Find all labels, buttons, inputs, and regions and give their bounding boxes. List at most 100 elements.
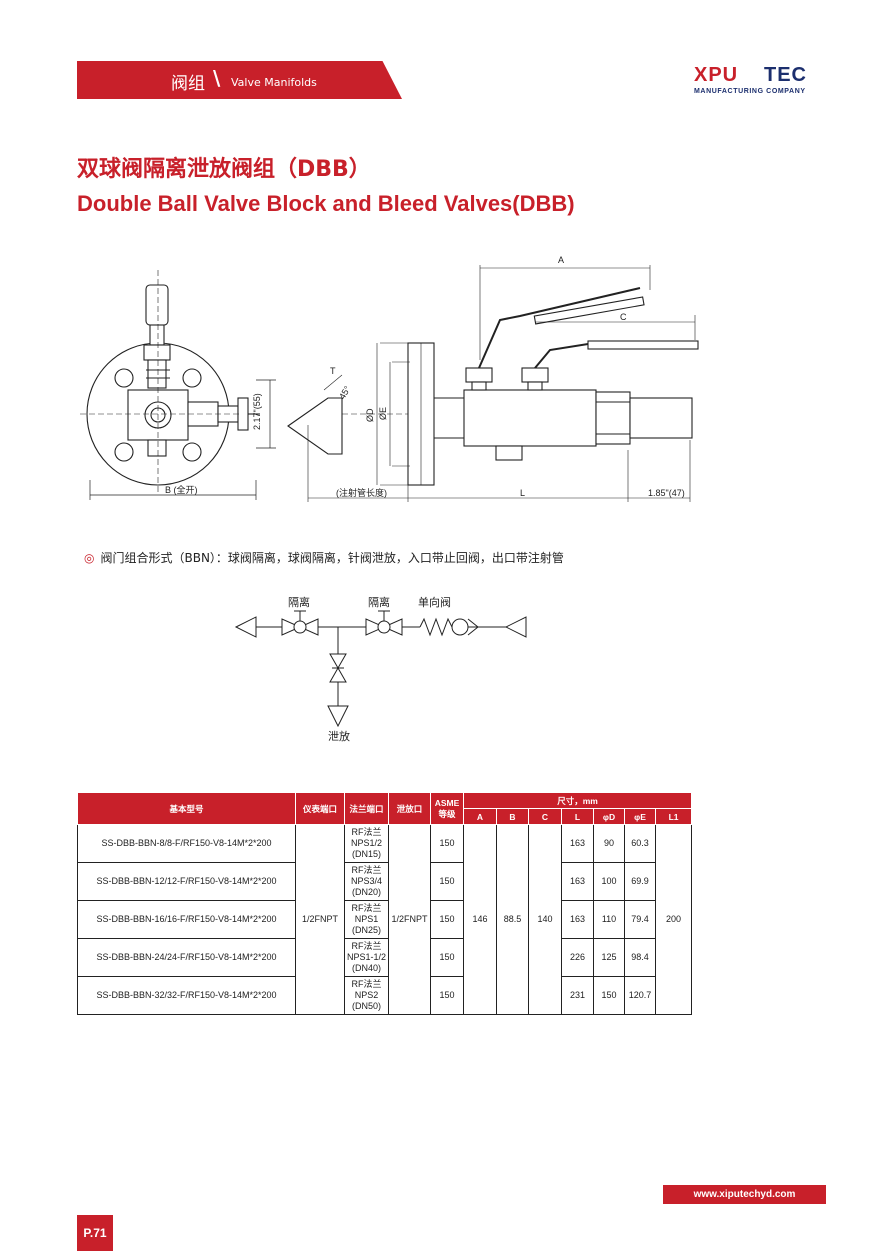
cell-d: 100 xyxy=(593,862,625,901)
table-row: SS-DBB-BBN-12/12-F/RF150-V8-14M*2*200 RF… xyxy=(77,862,692,901)
cell-l: 163 xyxy=(561,862,594,901)
cell-model: SS-DBB-BBN-16/16-F/RF150-V8-14M*2*200 xyxy=(77,900,296,939)
th-model: 基本型号 xyxy=(77,792,296,825)
th-l: L xyxy=(561,808,594,825)
label-isolation-2: 隔离 xyxy=(368,595,390,609)
dim-e-label: ØE xyxy=(378,407,388,420)
bolt-hole xyxy=(114,442,134,462)
th-l1: L1 xyxy=(654,808,693,825)
cell-c: 140 xyxy=(528,824,562,1015)
cell-l1: 200 xyxy=(654,824,693,1015)
cell-d: 125 xyxy=(593,938,625,977)
valve-technical-drawing: B (全开) 2.17"(55) A C T 45° ØD ØE (注射管长度)… xyxy=(80,255,699,502)
cell-l: 163 xyxy=(561,900,594,939)
cell-l: 163 xyxy=(561,824,594,863)
dim-angle-label: 45° xyxy=(337,384,353,401)
bolt-hole xyxy=(182,368,202,388)
handle-top xyxy=(145,284,169,326)
th-instrument-port: 仪表端口 xyxy=(295,792,345,825)
dim-l-label: L xyxy=(520,488,525,498)
table-row: SS-DBB-BBN-8/8-F/RF150-V8-14M*2*200 1/2F… xyxy=(77,824,693,1015)
dim-d-label: ØD xyxy=(365,408,375,422)
valve-schematic: 隔离 隔离 单向阀 泄放 xyxy=(234,595,527,743)
section-separator: \ xyxy=(213,66,221,90)
th-c: C xyxy=(528,808,562,825)
cell-a: 146 xyxy=(463,824,497,1015)
label-isolation-1: 隔离 xyxy=(288,595,310,609)
bolt-hole xyxy=(182,442,202,462)
label-check-valve: 单向阀 xyxy=(418,595,451,609)
th-a: A xyxy=(463,808,497,825)
cell-asme: 150 xyxy=(430,938,464,977)
th-dimensions: 尺寸，mm xyxy=(462,792,693,809)
section-banner: 阀组 \ Valve Manifolds xyxy=(77,61,402,99)
page-title-en: Double Ball Valve Block and Bleed Valves… xyxy=(77,191,575,216)
th-e: φE xyxy=(624,808,656,825)
cell-e: 60.3 xyxy=(624,824,656,863)
label-bleed: 泄放 xyxy=(328,729,350,743)
cell-l: 231 xyxy=(561,976,594,1015)
cell-bleed-port: 1/2FNPT xyxy=(388,824,431,1015)
cell-model: SS-DBB-BBN-24/24-F/RF150-V8-14M*2*200 xyxy=(77,938,296,977)
dim-end-label: 1.85"(47) xyxy=(648,488,685,498)
cell-d: 150 xyxy=(593,976,625,1015)
cell-d: 110 xyxy=(593,900,625,939)
cell-e: 98.4 xyxy=(624,938,656,977)
website-url: www.xiputechyd.com xyxy=(663,1185,826,1204)
th-flange-port: 法兰端口 xyxy=(344,792,389,825)
table-row: SS-DBB-BBN-24/24-F/RF150-V8-14M*2*200 RF… xyxy=(77,938,692,977)
dim-c-label: C xyxy=(620,312,627,322)
note-text: 阀门组合形式（BBN）：球阀隔离，球阀隔离，针阀泄放，入口带止回阀，出口带注射管 xyxy=(100,551,564,565)
cell-d: 90 xyxy=(593,824,625,863)
dim-a-label: A xyxy=(558,255,564,265)
th-b: B xyxy=(496,808,529,825)
dim-h-label: 2.17"(55) xyxy=(252,393,262,430)
dim-t-label: T xyxy=(330,366,336,376)
ball-valve-2 xyxy=(365,618,386,636)
cell-l: 226 xyxy=(561,938,594,977)
section-title-cn: 阀组 xyxy=(171,74,205,94)
cell-asme: 150 xyxy=(430,824,464,863)
page-title-cn: 双球阀隔离泄放阀组（DBB） xyxy=(77,157,371,182)
spec-table: 基本型号 仪表端口 法兰端口 泄放口 ASME等级 尺寸，mm A B C L … xyxy=(77,792,693,1015)
table-row: SS-DBB-BBN-16/16-F/RF150-V8-14M*2*200 RF… xyxy=(77,900,692,939)
bleed-arrow xyxy=(327,705,349,728)
cell-model: SS-DBB-BBN-8/8-F/RF150-V8-14M*2*200 xyxy=(77,824,296,863)
table-header-row: 基本型号 仪表端口 法兰端口 泄放口 ASME等级 尺寸，mm xyxy=(77,792,693,825)
th-d: φD xyxy=(593,808,625,825)
logo-brand-xpu: XPU xyxy=(694,64,739,86)
check-valve-spring xyxy=(419,617,453,637)
cell-e: 79.4 xyxy=(624,900,656,939)
cell-asme: 150 xyxy=(430,862,464,901)
cell-instrument-port: 1/2FNPT xyxy=(295,824,345,1015)
ball-valve-1 xyxy=(281,618,302,636)
page-number: P.71 xyxy=(77,1215,113,1251)
bolt-hole xyxy=(114,368,134,388)
section-title-en: Valve Manifolds xyxy=(231,76,317,89)
logo-brand-tec: TEC xyxy=(764,64,807,86)
cell-b: 88.5 xyxy=(496,824,529,1015)
outlet-arrow xyxy=(504,616,527,638)
cell-model: SS-DBB-BBN-32/32-F/RF150-V8-14M*2*200 xyxy=(77,976,296,1015)
table-row: SS-DBB-BBN-32/32-F/RF150-V8-14M*2*200 RF… xyxy=(77,976,692,1015)
logo-tagline: MANUFACTURING COMPANY xyxy=(694,88,806,95)
cell-e: 120.7 xyxy=(624,976,656,1015)
th-bleed-port: 泄放口 xyxy=(388,792,431,825)
bleed-needle-valve xyxy=(329,653,347,670)
dim-b-label: B (全开) xyxy=(165,484,198,495)
cell-asme: 150 xyxy=(430,976,464,1015)
inlet-arrow xyxy=(234,616,257,638)
brand-logo: XPU TEC MANUFACTURING COMPANY xyxy=(694,64,834,100)
cell-asme: 150 xyxy=(430,900,464,939)
configuration-note: ◎阀门组合形式（BBN）：球阀隔离，球阀隔离，针阀泄放，入口带止回阀，出口带注射… xyxy=(84,549,564,566)
check-valve-ball xyxy=(451,618,469,636)
injection-tip xyxy=(287,397,343,455)
valve-body-side xyxy=(463,389,597,447)
cell-e: 69.9 xyxy=(624,862,656,901)
cell-model: SS-DBB-BBN-12/12-F/RF150-V8-14M*2*200 xyxy=(77,862,296,901)
